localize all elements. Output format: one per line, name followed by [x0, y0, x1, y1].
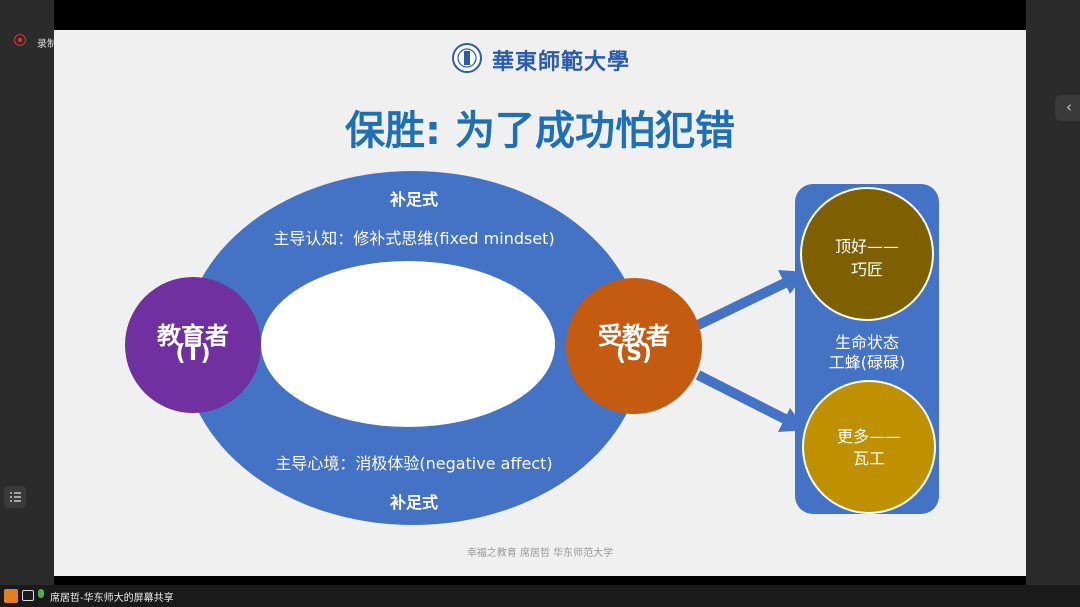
top-circle-line2: 巧匠: [850, 260, 883, 279]
educator-code: (T): [175, 341, 211, 366]
bottom-letterbox: [54, 576, 1026, 585]
university-logo-icon: [452, 43, 482, 73]
arrow-to-bottom: [695, 370, 806, 432]
top-circle: [800, 187, 934, 321]
top-letterbox: [54, 0, 1026, 30]
arrow-to-top: [695, 270, 806, 330]
record-icon[interactable]: [14, 34, 26, 46]
ring-inner: [261, 261, 555, 427]
bottom-circle-line1: 更多——: [836, 427, 901, 446]
user-icon[interactable]: [4, 589, 18, 603]
right-sidebar: [1026, 0, 1080, 585]
educator-name: 教育者: [157, 322, 229, 350]
recording-label: 录制中: [37, 39, 67, 50]
shared-slide: 華東師範大學 保胜: 为了成功怕犯错 补足式 主导认知：修补式思维(fixed …: [54, 30, 1026, 576]
learner-circle: [566, 278, 702, 414]
status-bar: [0, 585, 1080, 607]
screen-share-icon[interactable]: [22, 590, 34, 601]
ring-bottom-line: 主导心境：消极体验(negative affect): [275, 454, 553, 473]
top-circle-line1: 顶好——: [834, 237, 899, 256]
life-state-line2: 工蜂(碌碌): [828, 353, 906, 372]
slide-title: 保胜: 为了成功怕犯错: [345, 108, 735, 154]
university-logo-text: 華東師範大學: [491, 49, 630, 75]
ring-top-label: 补足式: [389, 190, 438, 209]
learner-name: 受教者: [598, 322, 670, 350]
ring-bottom-label: 补足式: [389, 493, 438, 512]
bottom-circle: [802, 380, 936, 514]
ring-top-line: 主导认知：修补式思维(fixed mindset): [273, 229, 555, 248]
life-state-line1: 生命状态: [834, 333, 899, 352]
screen-share-label: 席居哲-华东师大的屏幕共享: [50, 593, 174, 604]
educator-circle: [125, 277, 261, 413]
learner-code: (S): [616, 341, 652, 366]
bottom-circle-line2: 瓦工: [852, 449, 885, 468]
list-icon[interactable]: [4, 486, 26, 508]
collapse-arrow-icon[interactable]: ‹: [1055, 95, 1080, 121]
microphone-icon[interactable]: [38, 589, 44, 598]
slide-footer: 幸福之教育 席居哲 华东师范大学: [466, 548, 614, 559]
